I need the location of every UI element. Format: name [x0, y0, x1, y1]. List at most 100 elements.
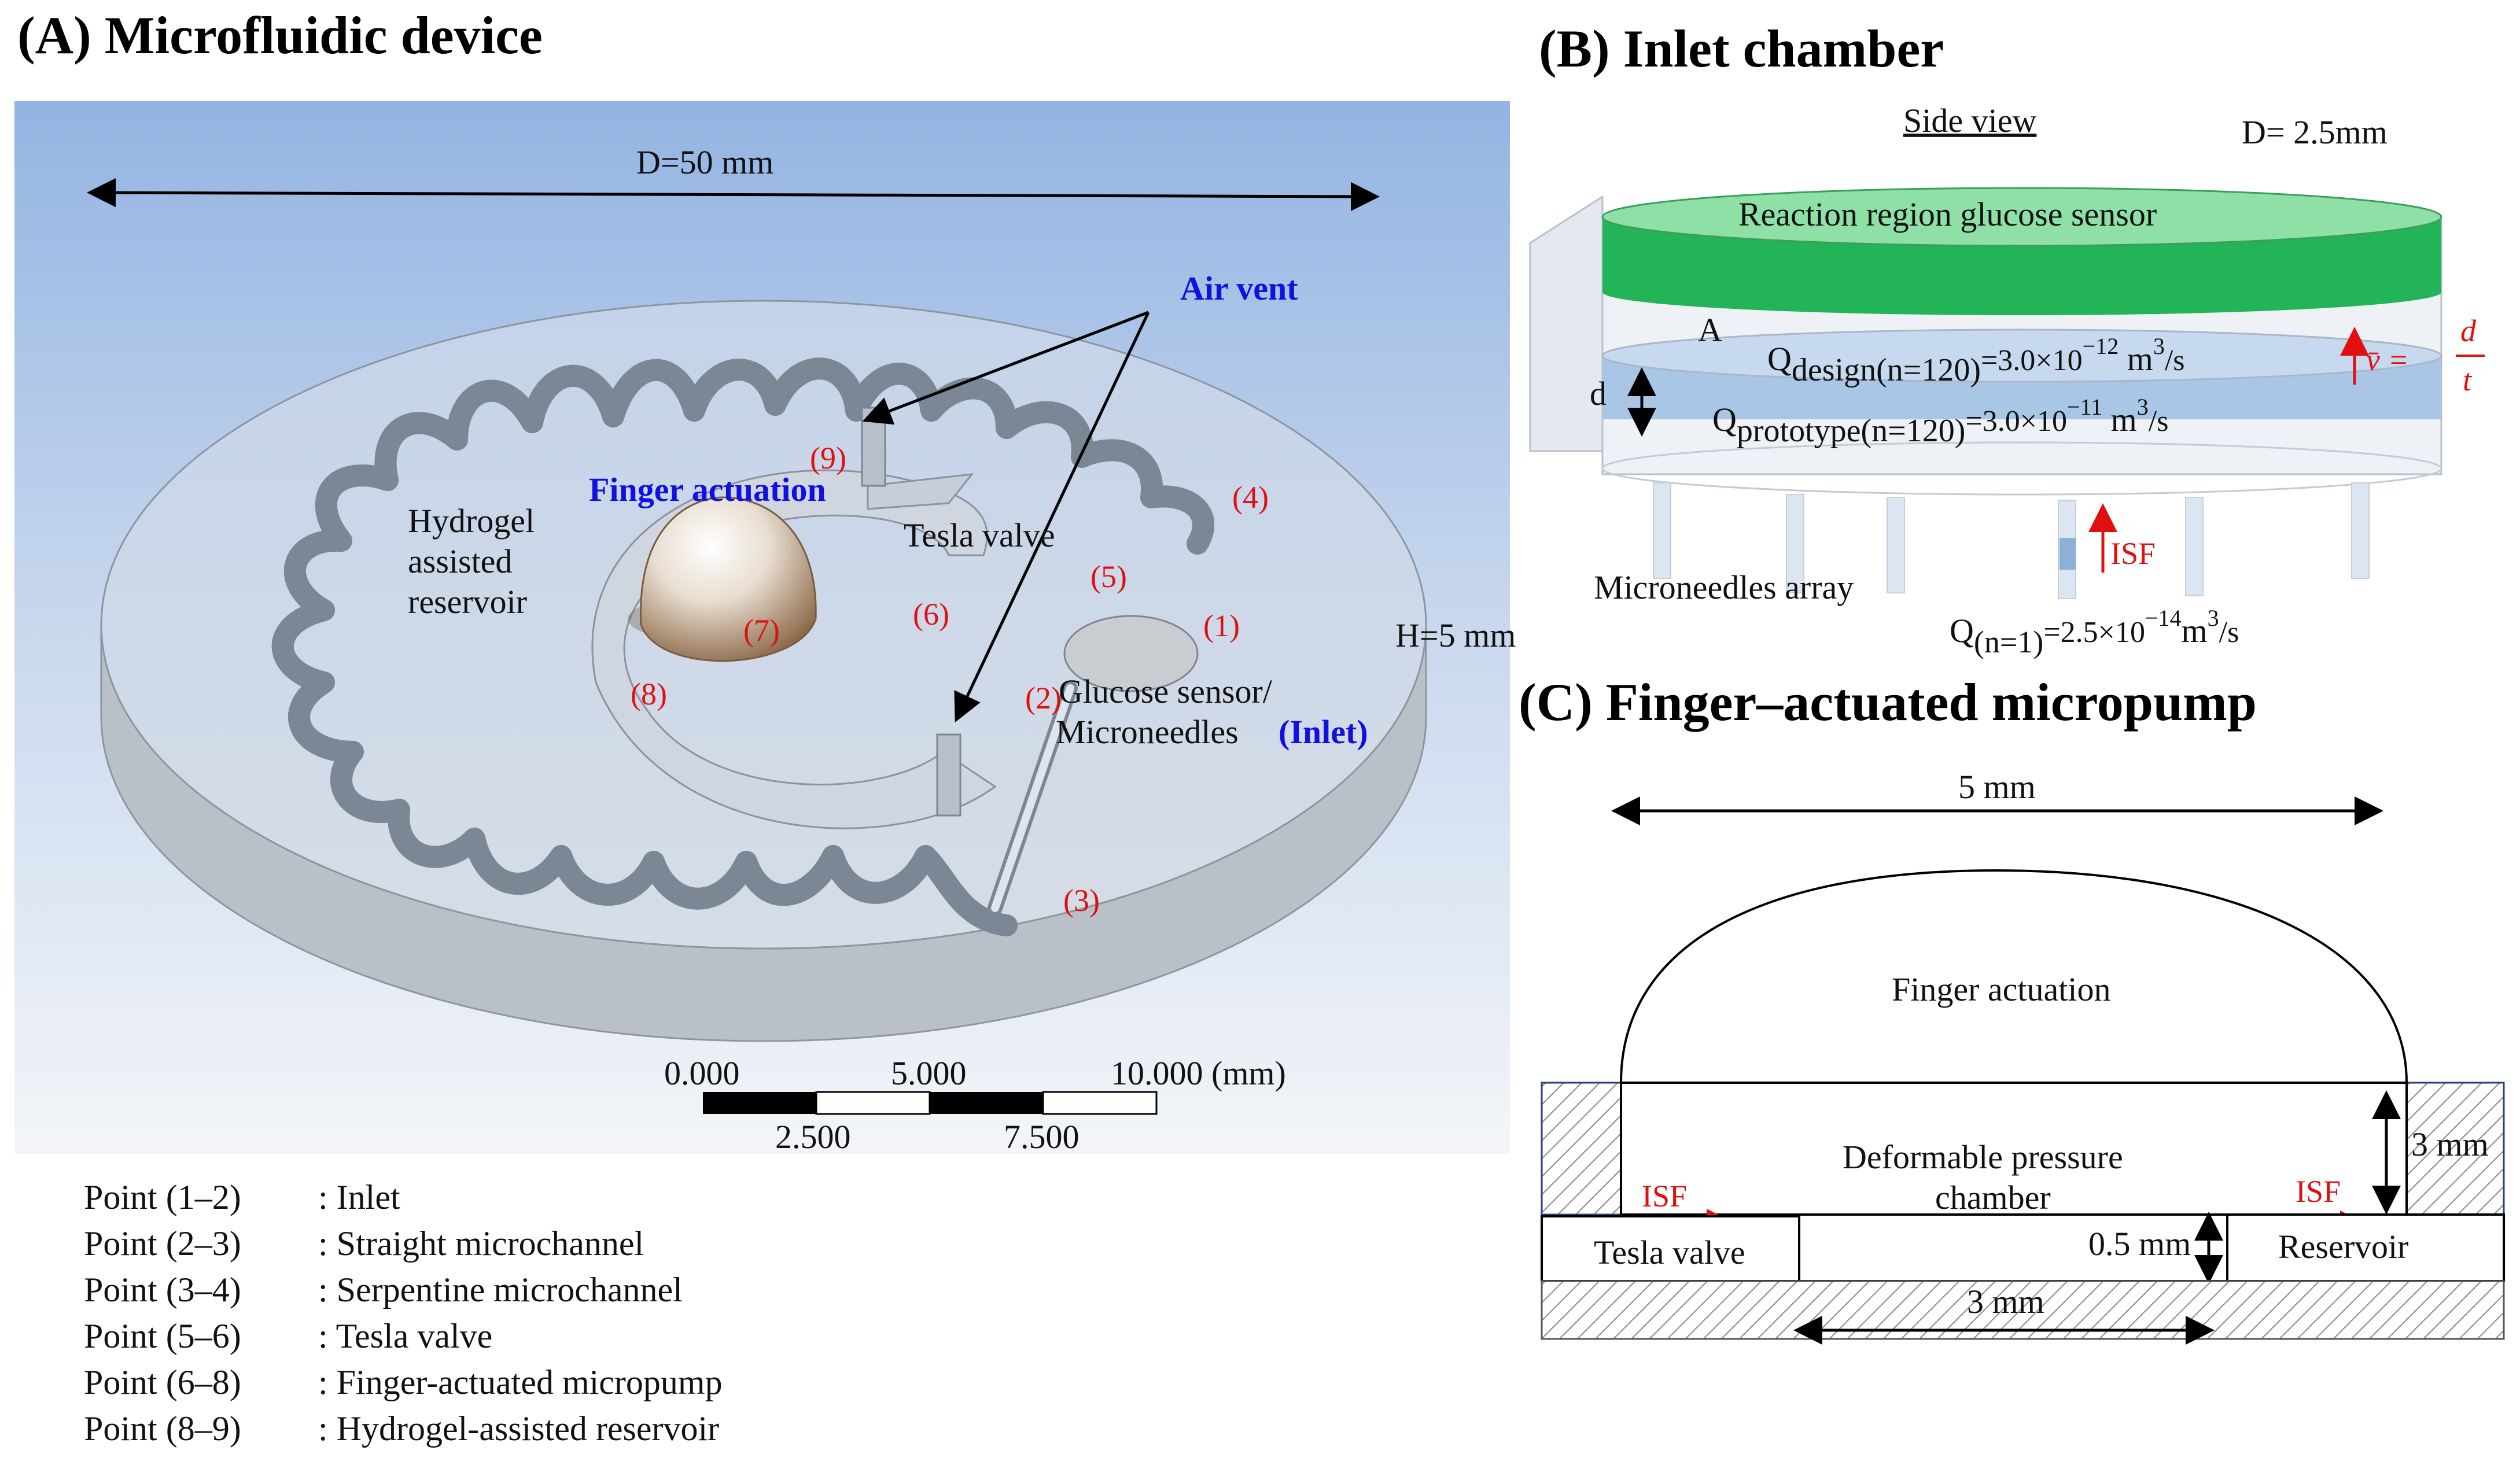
point-legend: Point (1–2) : Inlet Point (2–3) : Straig…: [84, 1178, 723, 1448]
point-3-label: (3): [1063, 883, 1100, 918]
finger-actuation-c-label: Finger actuation: [1892, 970, 2111, 1008]
legend-desc-5: : Finger-actuated micropump: [318, 1363, 723, 1401]
legend-point-3: Point (3–4): [84, 1271, 241, 1309]
sensor-label-line2: Microneedles: [1056, 713, 1239, 751]
point-2-label: (2): [1025, 681, 1062, 715]
point-4-label: (4): [1232, 480, 1269, 515]
inlet-diameter-label: D= 2.5mm: [2242, 113, 2388, 151]
scale-seg-3: [930, 1092, 1043, 1114]
tesla-valve-label: Tesla valve: [904, 516, 1055, 554]
q-prototype: Qprototype(n=120)=3.0×10−11 m3/s: [1712, 394, 2168, 449]
legend-desc-3: : Serpentine microchannel: [318, 1271, 683, 1309]
scale-label-10: 10.000 (mm): [1111, 1054, 1286, 1092]
q-design-subscript: design(n=120): [1792, 352, 1981, 388]
tesla-valve-c-label: Tesla valve: [1594, 1234, 1745, 1271]
q-design: Qdesign(n=120)=3.0×10−12 m3/s: [1767, 333, 2185, 388]
q-design-tail: /s: [2165, 344, 2185, 377]
hydrogel-label-line1: Hydrogel: [408, 502, 535, 540]
inlet-label: (Inlet): [1279, 713, 1368, 751]
q-single-exponent: −14: [2145, 605, 2182, 631]
side-view-label: Side view: [1903, 102, 2036, 139]
legend-desc-6: : Hydrogel-assisted reservoir: [318, 1409, 719, 1448]
microneedles-array: [1653, 482, 2370, 599]
isf-right-label: ISF: [2296, 1174, 2341, 1209]
panel-c-title: (C) Finger–actuated micropump: [1519, 673, 2257, 732]
finger-actuation-arc: [1620, 869, 2408, 1083]
height-label: H=5 mm: [1395, 617, 1516, 654]
liquid-surface: [1601, 329, 2442, 383]
microneedle-2: [1786, 494, 1804, 593]
sensor-label-line1: Glucose sensor/: [1059, 673, 1273, 710]
isf-fill: [2060, 538, 2076, 570]
area-label: A: [1698, 311, 1722, 349]
scale-seg-4: [1042, 1091, 1158, 1115]
point-5-label: (5): [1090, 559, 1127, 594]
velocity-lhs: v̄ =: [2366, 342, 2409, 377]
diameter-arrow: [87, 178, 1380, 211]
tesla-valve-block: [1541, 1215, 1800, 1282]
q-prototype-value: =3.0×10: [1965, 405, 2067, 438]
legend-desc-4: : Tesla valve: [318, 1317, 492, 1355]
q-prototype-symbol: Q: [1712, 401, 1737, 438]
reaction-region-bottom: [1602, 269, 2441, 315]
legend-point-1: Point (1–2): [84, 1178, 241, 1216]
q-single-tail: /s: [2219, 616, 2239, 649]
microneedles-label: Microneedles array: [1594, 569, 1854, 606]
scale-seg-2: [815, 1091, 931, 1115]
finger-actuation-label: Finger actuation: [589, 471, 826, 508]
point-6-label: (6): [913, 597, 949, 632]
velocity-numerator: d: [2460, 313, 2477, 348]
microneedle-3: [1887, 497, 1905, 593]
air-vent-pillar-top: [861, 407, 886, 487]
scale-label-2-5: 2.500: [775, 1118, 851, 1156]
panel-b-title: (B) Inlet chamber: [1539, 19, 1944, 78]
diameter-label: D=50 mm: [636, 143, 773, 181]
right-hatch-wall: [2405, 1082, 2505, 1216]
microneedle-6: [2351, 482, 2370, 579]
reaction-region-label: Reaction region glucose sensor: [1738, 195, 2157, 233]
hydrogel-label-line3: reservoir: [408, 583, 527, 621]
q-single-subscript: (n=1): [1974, 625, 2043, 659]
panel-a-title: (A) Microfluidic device: [17, 6, 543, 65]
q-single: Q(n=1)=2.5×10−14m3/s: [1950, 605, 2239, 659]
straight-channel-inner: [991, 684, 1074, 912]
velocity-denominator: t: [2463, 363, 2473, 397]
q-single-unit: m: [2182, 612, 2208, 650]
legend-desc-2: : Straight microchannel: [318, 1224, 644, 1263]
q-prototype-exponent: −11: [2067, 394, 2102, 420]
air-vent-pillar-bottom: [936, 733, 961, 817]
air-vent-arrow-2: [954, 311, 1150, 723]
point-1-label: (1): [1203, 608, 1240, 643]
q-design-unit-exponent: 3: [2153, 333, 2165, 359]
legend-desc-1: : Inlet: [318, 1178, 400, 1216]
bottom-width-label: 3 mm: [1967, 1283, 2044, 1320]
legend-point-2: Point (2–3): [84, 1224, 241, 1263]
width-label: 5 mm: [1958, 768, 2036, 806]
q-design-value: =3.0×10: [1981, 344, 2083, 377]
q-design-unit: m: [2119, 340, 2153, 378]
chamber-height-label: 3 mm: [2411, 1125, 2489, 1163]
q-prototype-tail: /s: [2149, 405, 2169, 438]
scale-label-7-5: 7.500: [1004, 1118, 1080, 1156]
chamber-label-line2: chamber: [1935, 1179, 2051, 1216]
q-single-unit-exponent: 3: [2208, 605, 2219, 631]
scale-label-5: 5.000: [891, 1054, 967, 1092]
reservoir-label: Reservoir: [2278, 1228, 2409, 1265]
gap-label: 0.5 mm: [2088, 1225, 2191, 1263]
isf-label: ISF: [2110, 536, 2156, 571]
glucose-sensor-pad: [1063, 615, 1199, 692]
side-block: [1529, 195, 1604, 452]
legend-point-4: Point (5–6): [84, 1317, 241, 1355]
air-vent-arrow-1: [862, 311, 1149, 425]
legend-point-6: Point (8–9): [84, 1409, 241, 1448]
scale-label-0: 0.000: [664, 1054, 740, 1092]
hydrogel-label-line2: assisted: [408, 543, 512, 580]
depth-label: d: [1590, 375, 1607, 412]
deformable-pressure-chamber: [1620, 1082, 2408, 1216]
q-prototype-unit-exponent: 3: [2137, 394, 2149, 420]
scale-seg-1: [703, 1092, 816, 1114]
tesla-valve-region: [867, 473, 974, 510]
reaction-region-top: [1601, 187, 2442, 247]
